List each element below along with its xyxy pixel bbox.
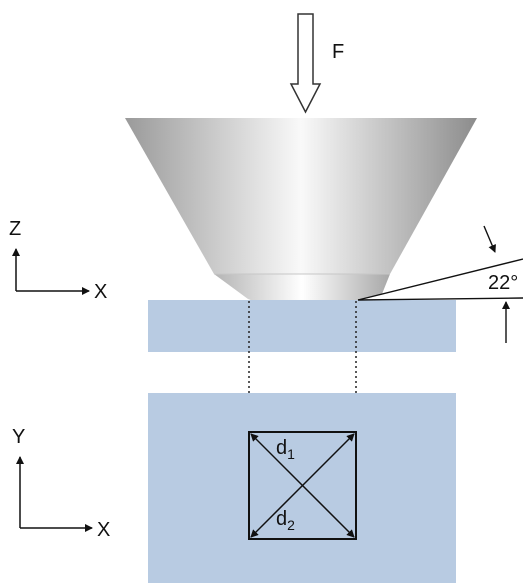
indenter: [125, 118, 477, 317]
indenter-cone: [125, 118, 477, 274]
specimen-side-view: [148, 300, 456, 352]
force-label: F: [332, 41, 344, 63]
diagonal-arrows: [250, 433, 355, 538]
force-arrow: [289, 13, 322, 114]
diagonal-2-label: d2: [276, 508, 295, 533]
indentation-square: [248, 431, 357, 540]
angle-indicator: [357, 225, 523, 343]
z-axis-label: Z: [9, 218, 21, 240]
indenter-tip: [214, 274, 390, 317]
x-axis-label-top: X: [97, 519, 110, 541]
angle-label: 22°: [488, 272, 518, 294]
side-view-axes: [12, 248, 90, 295]
specimen-top-view: [148, 393, 456, 583]
diagonal-1-label: d1: [276, 437, 295, 462]
y-axis-label: Y: [12, 426, 25, 448]
x-axis-label-side: X: [94, 281, 107, 303]
top-view-axes: [16, 456, 93, 532]
